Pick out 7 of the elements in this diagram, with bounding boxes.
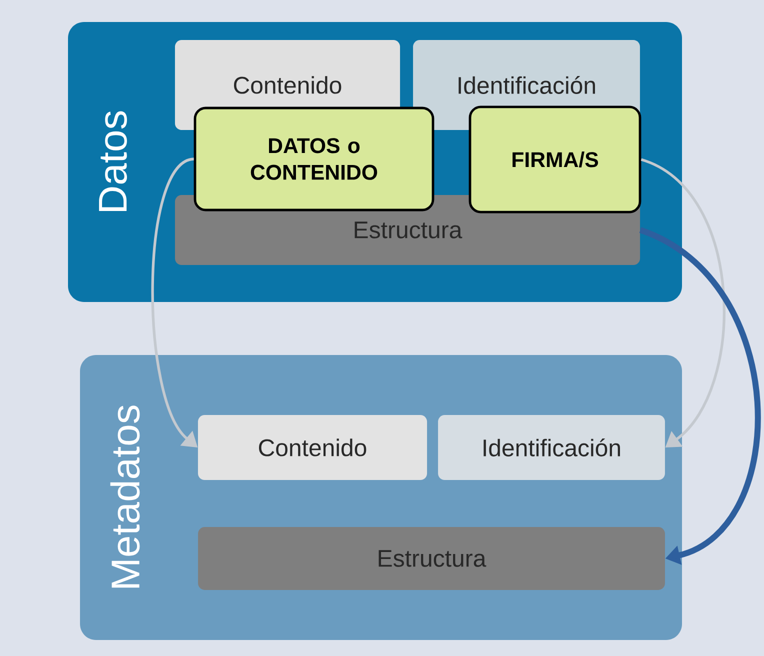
field-box: Contenido xyxy=(198,414,428,480)
field-box: Estructura xyxy=(198,527,665,590)
arrow xyxy=(640,158,726,448)
arrow xyxy=(639,227,760,565)
label-box: DATOS o CONTENIDO xyxy=(194,106,434,212)
label-box: FIRMA/S xyxy=(468,106,642,214)
field-box: Identificación xyxy=(438,414,665,480)
